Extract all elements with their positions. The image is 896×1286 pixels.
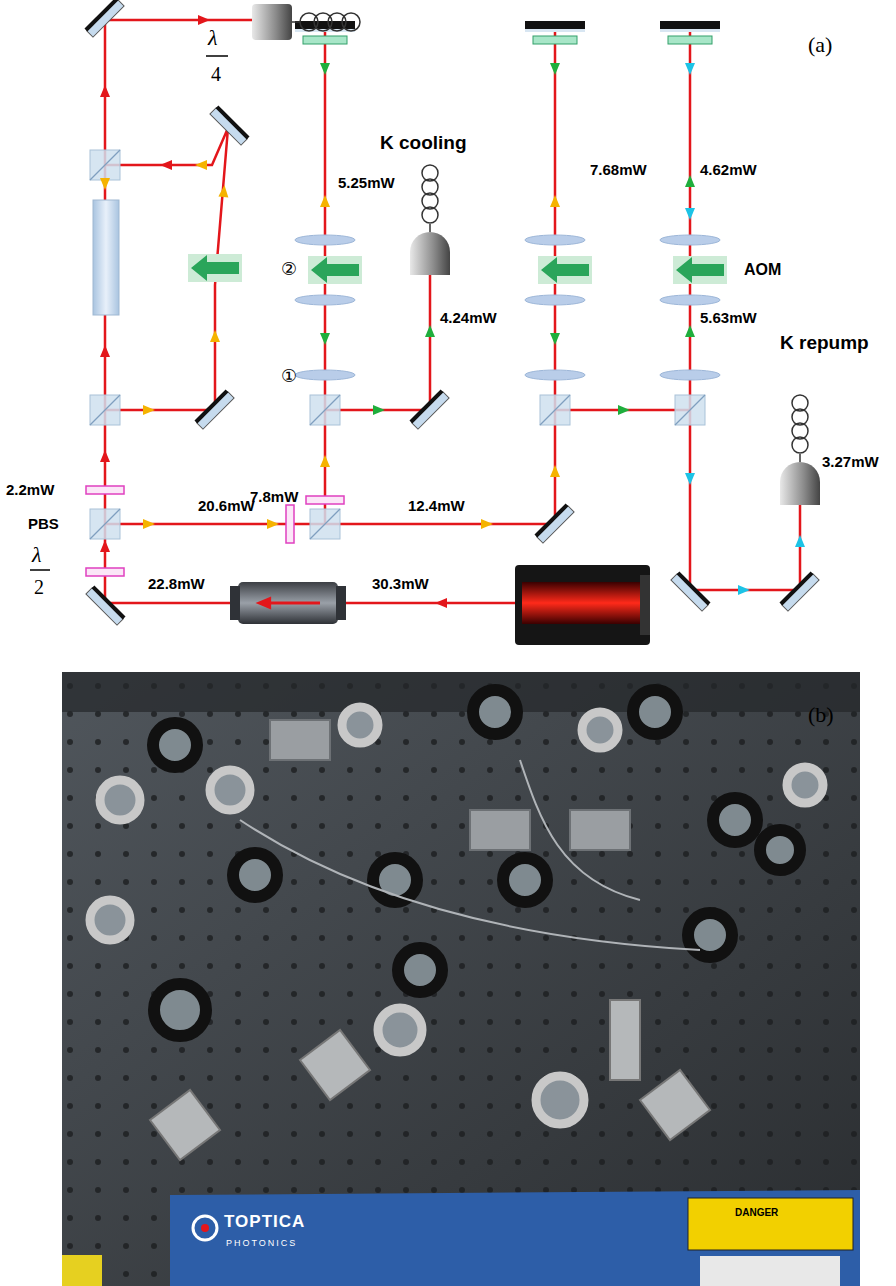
mirror <box>196 391 234 429</box>
pbs-cube <box>540 395 570 425</box>
label-slot: (a) <box>808 32 832 58</box>
power-value: 7.68mW <box>590 161 647 178</box>
power-value: 4.24mW <box>440 309 497 326</box>
vapor-cell <box>93 200 119 315</box>
power-value: 7.8mW <box>250 488 298 505</box>
aoms <box>188 254 727 284</box>
label-slot: λ <box>208 25 218 51</box>
label-slot: K cooling <box>380 132 467 154</box>
label-slot: TOPTICA <box>224 1212 305 1232</box>
label-slot: 3.27mW <box>822 453 879 471</box>
power-value: 5.25mW <box>338 174 395 191</box>
mirrors <box>86 0 819 625</box>
mirror <box>781 573 819 611</box>
power-value: 5.63mW <box>700 309 757 326</box>
waveplate-symbol: 4 <box>211 63 221 86</box>
half-wave-plates <box>86 486 344 576</box>
fiber-name: K cooling <box>380 132 467 154</box>
part-name: AOM <box>744 261 781 279</box>
label-slot: 20.6mW <box>198 497 255 515</box>
panel-tag: (b) <box>808 702 834 728</box>
power-value: 3.27mW <box>822 453 879 470</box>
aom <box>673 256 727 284</box>
waveplate-symbol: λ <box>32 542 42 568</box>
retro-mirrors <box>295 21 720 44</box>
aom <box>308 256 362 284</box>
label-slot: 2 <box>34 576 44 599</box>
waveplate <box>286 505 294 543</box>
panel-tag: (a) <box>808 32 832 58</box>
mirror <box>86 0 124 37</box>
beam <box>690 30 800 590</box>
waveplate <box>86 486 124 494</box>
pbs-cube <box>310 395 340 425</box>
callout-number: ① <box>281 365 297 386</box>
label-slot: 5.25mW <box>338 174 395 192</box>
label-slot: 4 <box>211 63 221 86</box>
main-beam <box>105 20 515 603</box>
power-value: 4.62mW <box>700 161 757 178</box>
quarter-wave-mirror <box>525 21 585 44</box>
label-slot: 7.8mW <box>250 488 298 506</box>
lab-photo <box>62 672 860 1286</box>
pbs-cube <box>90 150 120 180</box>
power-value: 2.2mW <box>6 481 54 498</box>
laser-beams <box>105 20 800 603</box>
label-slot: PBS <box>28 515 59 533</box>
aom <box>188 254 242 282</box>
pbs-cube <box>310 509 340 539</box>
fiber-name: K repump <box>780 332 869 354</box>
pbs-cube <box>675 395 705 425</box>
power-value: 12.4mW <box>408 497 465 514</box>
label-slot: (b) <box>808 702 834 728</box>
label-slot: PHOTONICS <box>226 1232 297 1250</box>
brand-logo: PHOTONICS <box>226 1238 297 1248</box>
quarter-wave-mirror <box>660 21 720 44</box>
waveplate <box>86 568 124 576</box>
label-slot: ① <box>281 365 297 386</box>
part-name: PBS <box>28 515 59 532</box>
fiber-couplers <box>252 4 820 505</box>
power-value: 20.6mW <box>198 497 255 514</box>
label-slot: 4.24mW <box>440 309 497 327</box>
pbs-cube <box>90 509 120 539</box>
label-slot: ② <box>281 258 297 279</box>
power-value: 22.8mW <box>148 575 205 592</box>
mirror <box>536 505 574 543</box>
label-slot: DANGER <box>735 1202 778 1220</box>
label-slot: 4.62mW <box>700 161 757 179</box>
mirror <box>210 107 248 145</box>
lenses <box>295 235 720 380</box>
beam <box>105 30 555 524</box>
label-slot: 7.68mW <box>590 161 647 179</box>
optical-isolator <box>230 582 346 624</box>
label-slot: 12.4mW <box>408 497 465 515</box>
mirror <box>411 391 449 429</box>
fraction-bars <box>30 56 228 570</box>
waveplate-symbol: λ <box>208 25 218 51</box>
brand-logo: TOPTICA <box>224 1212 305 1232</box>
beam-splitters <box>90 150 705 539</box>
label-slot: 22.8mW <box>148 575 205 593</box>
label-slot: 2.2mW <box>6 481 54 499</box>
mirror <box>671 573 709 611</box>
label-slot: AOM <box>744 261 781 279</box>
laser-head <box>515 565 650 645</box>
direction-arrows <box>100 15 805 608</box>
aom <box>538 256 592 284</box>
mirror <box>86 587 124 625</box>
label-slot: K repump <box>780 332 869 354</box>
label-slot: λ <box>32 542 42 568</box>
pbs-cube <box>90 395 120 425</box>
waveplate <box>306 496 344 504</box>
warning-sticker: DANGER <box>735 1207 778 1218</box>
label-slot: 30.3mW <box>372 575 429 593</box>
callout-number: ② <box>281 258 297 279</box>
label-slot: 5.63mW <box>700 309 757 327</box>
power-value: 30.3mW <box>372 575 429 592</box>
waveplate-symbol: 2 <box>34 576 44 599</box>
